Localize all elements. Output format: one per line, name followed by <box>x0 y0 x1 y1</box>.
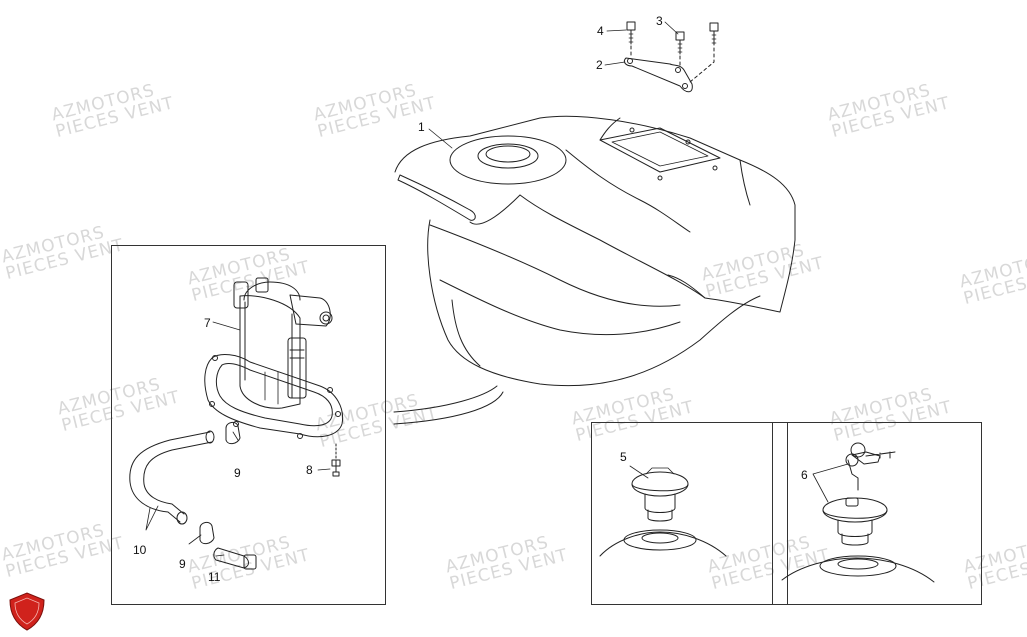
quick-fitting <box>213 547 257 570</box>
fuel-pump <box>204 277 344 439</box>
callout-4: 4 <box>597 24 604 38</box>
fuel-tank <box>393 115 796 425</box>
fuel-cap <box>599 467 727 557</box>
callout-9-lower: 9 <box>179 557 186 571</box>
callout-6: 6 <box>801 468 808 482</box>
callout-9-upper: 9 <box>234 466 241 480</box>
bracket-assembly <box>623 21 719 93</box>
locking-cap <box>781 442 935 583</box>
bolt-8 <box>331 443 341 477</box>
leader-lines <box>145 21 849 557</box>
fuel-cap-detail-box <box>591 422 788 605</box>
callout-2: 2 <box>596 58 603 72</box>
fuel-pump-detail-box <box>111 245 386 605</box>
shield-logo-icon <box>9 592 45 631</box>
callout-11: 11 <box>208 570 221 584</box>
callout-1: 1 <box>418 120 425 134</box>
hose-clamps <box>199 421 241 545</box>
callout-5: 5 <box>620 450 627 464</box>
callout-8: 8 <box>306 463 313 477</box>
callout-7: 7 <box>204 316 211 330</box>
fuel-hose <box>129 430 215 525</box>
callout-10: 10 <box>133 543 147 557</box>
callout-3: 3 <box>656 14 663 28</box>
locking-cap-detail-box <box>772 422 982 605</box>
